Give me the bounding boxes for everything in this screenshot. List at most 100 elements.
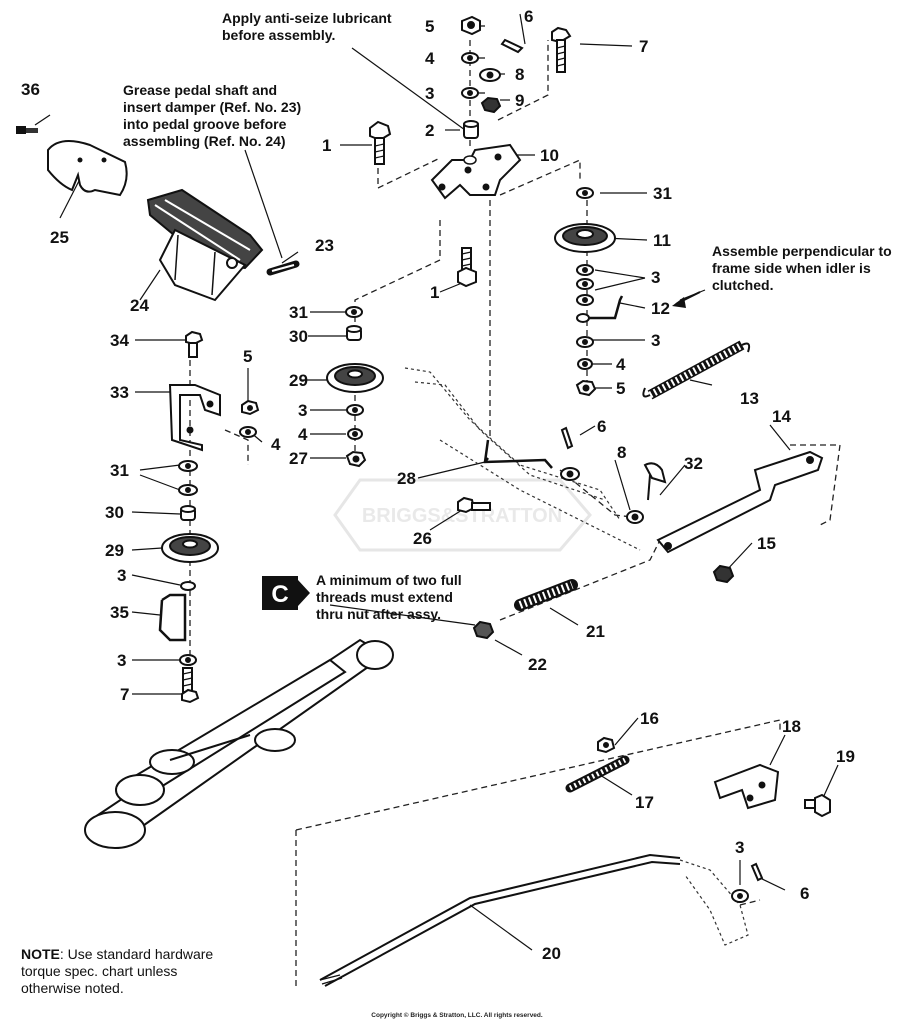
bolt-part (457, 496, 491, 514)
cotter-pin-part (560, 426, 574, 450)
washer-part (560, 467, 644, 524)
callout-9: 9 (515, 91, 524, 110)
callout-3b: 3 (651, 268, 660, 287)
callout-7b: 7 (120, 685, 129, 704)
callout-25: 25 (50, 228, 69, 247)
bolt-part (551, 26, 572, 73)
callout-22: 22 (528, 655, 547, 674)
callout-29a: 29 (289, 371, 308, 390)
callout-14: 14 (772, 407, 791, 426)
pedal-pad-part (47, 140, 128, 197)
screw-part (16, 126, 38, 134)
callout-4d: 4 (298, 425, 308, 444)
callout-31a: 31 (653, 184, 672, 203)
note-assemble-perpendicular: Assemble perpendicular to frame side whe… (712, 243, 892, 293)
callout-3f: 3 (117, 651, 126, 670)
note-anti-seize: Apply anti-seize lubricant before assemb… (222, 10, 392, 43)
callout-8b: 8 (617, 443, 626, 462)
nut-part (472, 620, 495, 640)
cotter-pin-part (500, 38, 524, 54)
bolt-part (457, 247, 477, 288)
callout-13: 13 (740, 389, 759, 408)
callout-3d: 3 (298, 401, 307, 420)
idler-bracket-part (430, 143, 522, 200)
callout-3a: 3 (425, 84, 434, 103)
callout-31b: 31 (289, 303, 308, 322)
pedal-bar-part (84, 638, 394, 849)
callout-5c: 5 (616, 379, 625, 398)
callout-31c: 31 (110, 461, 129, 480)
callout-7a: 7 (639, 37, 648, 56)
note-label: NOTE (21, 946, 60, 962)
callout-27: 27 (289, 449, 308, 468)
callout-36: 36 (21, 80, 40, 99)
callout-33: 33 (110, 383, 129, 402)
callout-2: 2 (425, 121, 434, 140)
nut-part (597, 736, 616, 754)
callout-6c: 6 (800, 884, 809, 903)
note-text: : Use standard hardware torque spec. cha… (21, 946, 214, 996)
callout-17: 17 (635, 793, 654, 812)
spring-part (642, 340, 751, 400)
callout-19: 19 (836, 747, 855, 766)
callout-11: 11 (653, 231, 671, 250)
assembly-lines (189, 40, 841, 990)
callout-4a: 4 (425, 49, 435, 68)
bolt-part (369, 120, 392, 165)
callout-21: 21 (586, 622, 605, 641)
phantom-lever (679, 859, 749, 946)
callout-4b: 4 (616, 355, 626, 374)
copyright-text: Copyright © Briggs & Stratton, LLC. All … (371, 1012, 543, 1019)
callout-32: 32 (684, 454, 703, 473)
callout-26: 26 (413, 529, 432, 548)
note-threads: A minimum of two full threads must exten… (316, 572, 462, 622)
callout-6a: 6 (524, 7, 533, 26)
callout-3c: 3 (651, 331, 660, 350)
brake-rod-part (319, 853, 681, 987)
belt-guide-rod-part (483, 439, 553, 469)
callout-5b: 5 (243, 347, 252, 366)
spring-part (514, 579, 578, 611)
watermark-text: BRIGGS&STRATTON (362, 505, 562, 527)
top-hardware-stack (461, 15, 481, 139)
callout-30b: 30 (105, 503, 124, 522)
callout-numbers: 36 25 24 23 5 6 7 4 8 3 9 2 1 10 31 11 3… (21, 7, 855, 963)
callout-1b: 1 (430, 283, 439, 302)
callout-24: 24 (130, 296, 149, 315)
center-idler-stack (326, 306, 384, 468)
cotter-pin-part (750, 862, 764, 882)
callout-20: 20 (542, 944, 561, 963)
note-grease-pedal: Grease pedal shaft and insert damper (Re… (123, 82, 302, 149)
note-torque: NOTE: Use standard hardware torque spec.… (21, 946, 213, 997)
bolt-part (804, 793, 831, 818)
callout-29b: 29 (105, 541, 124, 560)
callout-34: 34 (110, 331, 129, 350)
callout-12: 12 (651, 299, 670, 318)
watermark-logo: BRIGGS&STRATTON (333, 478, 592, 552)
spring-part (565, 755, 630, 793)
callout-35: 35 (110, 603, 129, 622)
arrow-icon (672, 291, 701, 308)
marker-letter: C (271, 581, 288, 608)
callout-30a: 30 (289, 327, 308, 346)
callout-1a: 1 (322, 136, 331, 155)
right-idler-stack (554, 187, 624, 397)
washer-part (731, 889, 749, 903)
washer-nut-part (479, 68, 502, 114)
left-idler-stack (158, 330, 260, 704)
callout-4c: 4 (271, 435, 281, 454)
bracket-part (713, 763, 780, 810)
callout-5a: 5 (425, 17, 434, 36)
nut-part (712, 564, 735, 584)
callout-16: 16 (640, 709, 659, 728)
section-marker: C (262, 576, 310, 610)
callout-8a: 8 (515, 65, 524, 84)
callout-23: 23 (315, 236, 334, 255)
callout-10: 10 (540, 146, 559, 165)
brake-link-part (656, 450, 824, 554)
callout-3g: 3 (735, 838, 744, 857)
callout-3e: 3 (117, 566, 126, 585)
frame-phantom (404, 367, 641, 551)
callout-6b: 6 (597, 417, 606, 436)
